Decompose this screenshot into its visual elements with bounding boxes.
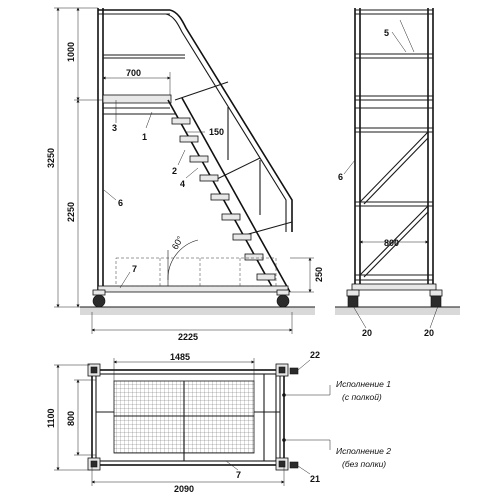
dim-platform-depth: 700 (126, 68, 141, 78)
stair-stringer-front (181, 97, 291, 293)
angle-label: 60° (170, 234, 186, 251)
dim-step-gap: 150 (209, 127, 224, 137)
callout-1: 1 (142, 132, 147, 142)
shelf-outline (115, 257, 277, 287)
stair-handrail (169, 9, 293, 232)
wheel-right-front (429, 289, 443, 308)
callout-22: 22 (310, 350, 320, 360)
variant-1-note: (с полкой) (342, 392, 382, 402)
dim-plan-total-length: 2090 (174, 484, 194, 494)
plan-view: 1485 2090 1100 800 22 21 7 Исполнение 1 … (46, 350, 391, 494)
callout-5: 5 (384, 28, 389, 38)
variant-1-title: Исполнение 1 (336, 379, 391, 389)
wheel-rear-side (92, 289, 106, 308)
dim-plan-width: 1100 (46, 408, 56, 428)
dim-total-height: 3250 (46, 148, 56, 168)
ground-front (335, 307, 460, 315)
callout-6-side: 6 (118, 198, 123, 208)
callout-7-plan: 7 (236, 470, 241, 480)
variant-2-title: Исполнение 2 (336, 446, 391, 456)
callout-21: 21 (310, 474, 320, 484)
dim-plan-inner-width: 800 (66, 411, 76, 426)
callout-2: 2 (172, 166, 177, 176)
wheel-front-side (276, 289, 290, 308)
cross-brace-upper (359, 131, 429, 203)
callout-20-left: 20 (362, 328, 372, 338)
front-view: 800 5 6 20 20 (335, 8, 460, 338)
callout-3: 3 (112, 123, 117, 133)
dim-upper-height: 1000 (66, 42, 76, 62)
callout-7-side: 7 (132, 264, 137, 274)
variant-2-note: (без полки) (342, 459, 386, 469)
platform (102, 94, 172, 104)
side-view: 60° 700 150 3250 1000 2250 250 2225 3 (46, 7, 324, 342)
callout-4: 4 (180, 179, 185, 189)
dim-plan-length: 1485 (170, 352, 190, 362)
dim-lower-height: 2250 (66, 202, 76, 222)
stair-steps (171, 117, 276, 281)
dim-bottom-gap: 250 (314, 267, 324, 282)
dim-front-width: 800 (384, 238, 399, 248)
wheel-left-front (346, 289, 360, 308)
dim-base-length: 2225 (178, 332, 198, 342)
callout-6-front: 6 (338, 172, 343, 182)
callout-20-right: 20 (424, 328, 434, 338)
plan-frame (91, 369, 285, 466)
ground-side (80, 307, 315, 315)
base-frame (97, 285, 289, 293)
